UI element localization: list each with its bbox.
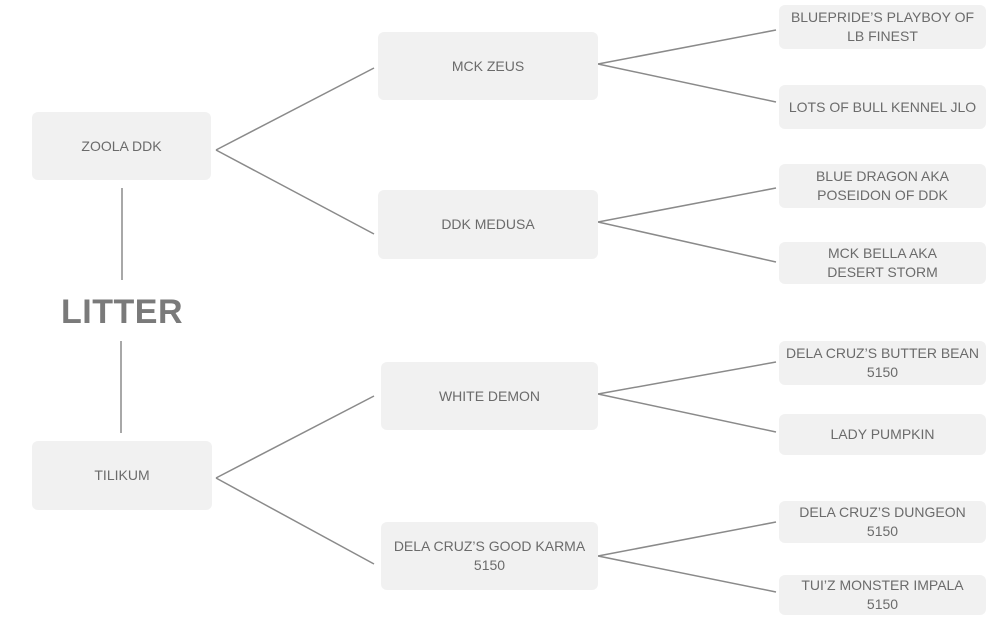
connector-gp1-to-ggp1: [597, 29, 777, 65]
connector-gp3-to-ggp5: [597, 361, 777, 395]
connector-dam-to-gp3: [215, 395, 375, 479]
parent-sire-box: ZOOLA DDK: [32, 112, 211, 180]
litter-label: LITTER: [61, 292, 183, 331]
great-grandparent-8-box: TUI’Z MONSTER IMPALA 5150: [779, 575, 986, 615]
connector-gp1-to-ggp2: [597, 63, 777, 103]
great-grandparent-4-box: MCK BELLA AKA DESERT STORM: [779, 242, 986, 284]
grandparent-1-box: MCK ZEUS: [378, 32, 598, 100]
connector-gp2-to-ggp3: [597, 187, 777, 223]
connector-dam-to-gp4: [215, 477, 375, 565]
great-grandparent-7-box: DELA CRUZ’S DUNGEON 5150: [779, 501, 986, 543]
connector-gp2-to-ggp4: [597, 221, 777, 263]
great-grandparent-1-box: BLUEPRIDE’S PLAYBOY OF LB FINEST: [779, 5, 986, 49]
grandparent-4-box: DELA CRUZ’S GOOD KARMA 5150: [381, 522, 598, 590]
great-grandparent-2-box: LOTS OF BULL KENNEL JLO: [779, 85, 986, 129]
connector-gp4-to-ggp7: [597, 521, 777, 557]
connector-sire-to-gp1: [215, 67, 375, 151]
connector-gp3-to-ggp6: [597, 393, 777, 433]
grandparent-2-box: DDK MEDUSA: [378, 190, 598, 259]
great-grandparent-3-box: BLUE DRAGON AKA POSEIDON OF DDK: [779, 164, 986, 208]
parent-dam-box: TILIKUM: [32, 441, 212, 510]
connector-gp4-to-ggp8: [597, 555, 777, 593]
great-grandparent-5-box: DELA CRUZ’S BUTTER BEAN 5150: [779, 341, 986, 385]
connector-sire-to-gp2: [215, 149, 375, 235]
grandparent-3-box: WHITE DEMON: [381, 362, 598, 430]
great-grandparent-6-box: LADY PUMPKIN: [779, 414, 986, 455]
